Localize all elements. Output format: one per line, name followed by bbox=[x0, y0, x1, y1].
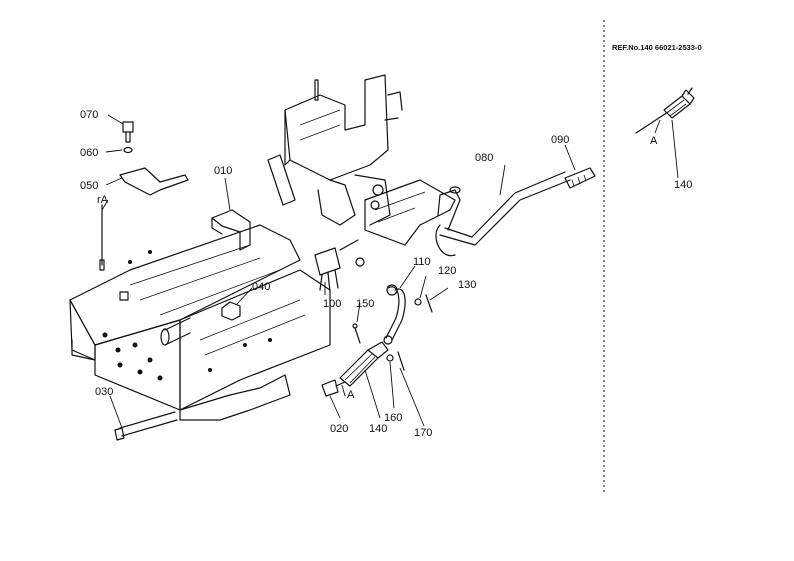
label-110: 110 bbox=[413, 256, 431, 268]
label-080: 080 bbox=[475, 152, 493, 164]
bolt-030 bbox=[114, 411, 178, 441]
label-170: 170 bbox=[414, 427, 432, 439]
plate-050 bbox=[119, 167, 189, 196]
detail-label-140: 140 bbox=[674, 179, 692, 191]
label-a-left: rA bbox=[97, 194, 109, 206]
label-120: 120 bbox=[438, 265, 456, 277]
detail-view-a: A 140 bbox=[635, 87, 695, 191]
reference-number: REF.No.140 66021-2533-0 bbox=[612, 43, 702, 52]
washer-160 bbox=[386, 354, 394, 362]
link-rod-110 bbox=[383, 284, 406, 345]
frame-assembly bbox=[69, 224, 331, 421]
pedal-grip-090 bbox=[564, 167, 596, 189]
label-130: 130 bbox=[458, 279, 476, 291]
label-a-mid: A bbox=[347, 389, 355, 401]
label-150: 150 bbox=[356, 298, 374, 310]
bolt-020 bbox=[321, 379, 346, 397]
nut-040 bbox=[221, 301, 241, 321]
label-020: 020 bbox=[330, 423, 348, 435]
bolt-070 bbox=[122, 121, 134, 143]
turnbuckle-140 bbox=[339, 341, 389, 387]
label-160: 160 bbox=[384, 412, 402, 424]
label-070: 070 bbox=[80, 109, 98, 121]
label-010: 010 bbox=[214, 165, 232, 177]
label-060: 060 bbox=[80, 147, 98, 159]
washer-060 bbox=[123, 146, 133, 154]
leader-lines bbox=[101, 114, 576, 429]
frame-holes bbox=[102, 250, 272, 381]
label-030: 030 bbox=[95, 386, 113, 398]
label-090: 090 bbox=[551, 134, 569, 146]
label-140: 140 bbox=[369, 423, 387, 435]
pedal-arm-080 bbox=[435, 171, 571, 257]
screw-150 bbox=[352, 323, 361, 344]
bracket-010 bbox=[211, 209, 251, 251]
label-040: 040 bbox=[252, 281, 270, 293]
upper-bracket bbox=[267, 74, 403, 226]
label-050: 050 bbox=[80, 180, 98, 192]
pin-130 bbox=[425, 294, 433, 313]
pin-170 bbox=[397, 351, 405, 371]
detail-callout-a: A bbox=[650, 135, 658, 147]
part-labels: 070 060 050 010 rA 040 030 100 150 110 1… bbox=[80, 109, 569, 439]
label-100: 100 bbox=[323, 298, 341, 310]
rod-left bbox=[99, 204, 105, 271]
switch-100 bbox=[314, 239, 365, 293]
pedal-bracket bbox=[364, 179, 456, 246]
washer-120 bbox=[414, 298, 422, 306]
